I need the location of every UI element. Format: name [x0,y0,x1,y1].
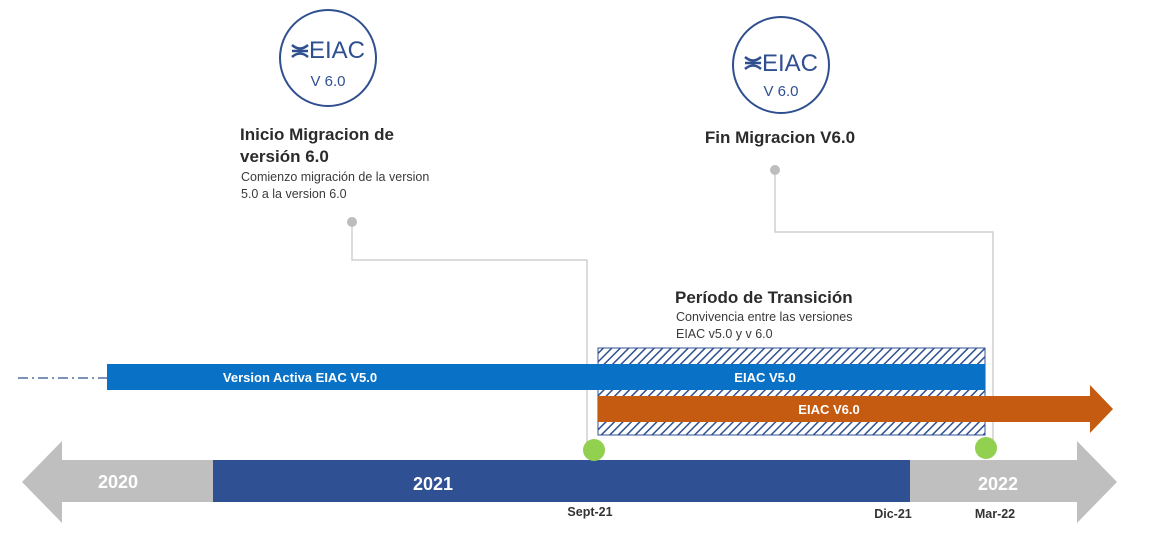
transition-desc-2: EIAC v5.0 y v 6.0 [676,327,773,341]
v6-arrow [598,385,1113,433]
year-2021-bar [213,460,911,502]
year-2021-label: 2021 [413,474,453,494]
transition-desc: Convivencia entre las versiones [676,310,852,324]
eiac-mark-icon [744,56,762,70]
year-2020-arrow [22,441,213,523]
v5-active-label: Version Activa EIAC V5.0 [223,370,377,385]
logo-version: V 6.0 [310,73,345,90]
logo-text: EIAC [762,50,818,77]
milestone-end-title: Fin Migracion V6.0 [705,128,855,147]
year-2022-arrow [910,441,1117,523]
milestone-start-desc: Comienzo migración de la version [241,170,429,184]
v5-active-bar [107,364,985,390]
milestone-start-title: Inicio Migracion de [240,125,394,144]
milestone-start-desc-2: 5.0 a la version 6.0 [241,187,347,201]
eiac-logo-end: EIAC V 6.0 [732,16,830,114]
connector-dot [347,217,357,227]
eiac-mark-icon [291,44,309,58]
eiac-logo-start: EIAC V 6.0 [279,9,377,107]
milestone-dot-mar [975,437,997,459]
connector-lines [351,170,994,445]
v6-label: EIAC V6.0 [798,402,859,417]
transition-title: Período de Transición [675,288,853,307]
year-2020-label: 2020 [98,472,138,492]
logo-text: EIAC [309,37,365,64]
milestone-start-title-2: versión 6.0 [240,147,329,166]
logo-version: V 6.0 [763,83,798,100]
year-2022-label: 2022 [978,474,1018,494]
milestone-dot-sept [583,439,605,461]
date-sept-21: Sept-21 [567,505,612,519]
date-mar-22: Mar-22 [975,507,1015,521]
date-dic-21: Dic-21 [874,507,912,521]
v5-transition-label: EIAC V5.0 [734,370,795,385]
connector-dot [770,165,780,175]
